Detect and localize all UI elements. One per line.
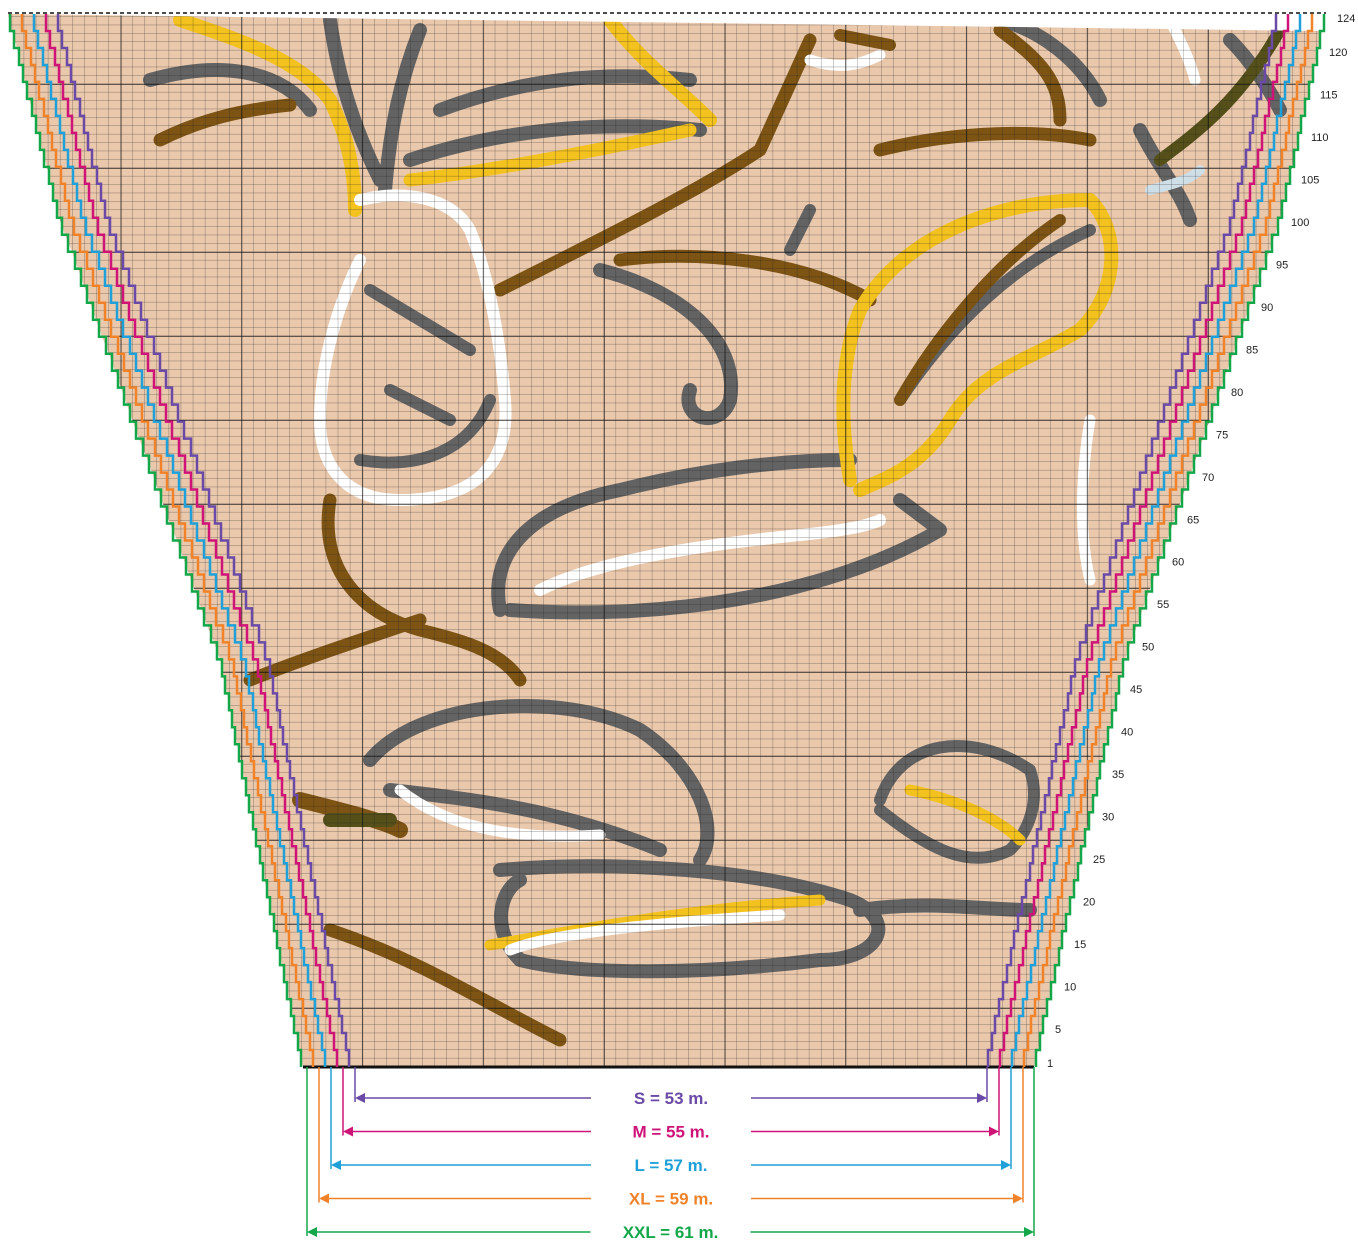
- row-label: 60: [1172, 557, 1184, 569]
- row-label: 90: [1261, 302, 1273, 314]
- row-label: 105: [1301, 175, 1319, 187]
- size-label-m: M = 55 m.: [632, 1123, 709, 1142]
- row-label: 10: [1064, 981, 1076, 993]
- arrowhead-left-s: [355, 1093, 365, 1103]
- row-label: 30: [1102, 812, 1114, 824]
- row-label: 85: [1246, 344, 1258, 356]
- arrowhead-right-xl: [1013, 1194, 1023, 1204]
- row-label: 50: [1142, 642, 1154, 654]
- size-label-s: S = 53 m.: [634, 1089, 708, 1108]
- row-label: 65: [1187, 514, 1199, 526]
- arrowhead-right-m: [989, 1127, 999, 1137]
- row-label: 120: [1329, 47, 1347, 59]
- row-label: 25: [1093, 854, 1105, 866]
- size-label-xl: XL = 59 m.: [629, 1190, 713, 1209]
- row-label: 100: [1291, 217, 1309, 229]
- size-label-xxl: XXL = 61 m.: [623, 1223, 719, 1242]
- arrowhead-left-m: [343, 1127, 353, 1137]
- row-label: 80: [1231, 387, 1243, 399]
- row-label: 110: [1311, 132, 1329, 144]
- row-label: 95: [1276, 260, 1288, 272]
- row-label: 5: [1055, 1024, 1061, 1036]
- row-label: 15: [1074, 939, 1086, 951]
- row-label: 75: [1216, 429, 1228, 441]
- row-label: 45: [1130, 684, 1142, 696]
- row-label: 55: [1157, 599, 1169, 611]
- arrowhead-left-xxl: [307, 1227, 317, 1237]
- row-label: 1: [1047, 1058, 1053, 1070]
- row-label: 124: [1337, 13, 1355, 25]
- arrowhead-left-xl: [319, 1194, 329, 1204]
- row-label: 115: [1320, 90, 1338, 102]
- row-label: 20: [1083, 896, 1095, 908]
- arrowhead-right-xxl: [1024, 1227, 1034, 1237]
- row-label: 70: [1202, 472, 1214, 484]
- arrowhead-right-l: [1001, 1160, 1011, 1170]
- size-dimension-lines: S = 53 m. M = 55 m. L = 57 m. XL = 59 m. XXL…: [307, 1067, 1034, 1242]
- arrowhead-left-l: [331, 1160, 341, 1170]
- size-label-l: L = 57 m.: [635, 1156, 708, 1175]
- arrowhead-right-s: [977, 1093, 987, 1103]
- row-label: 40: [1121, 727, 1133, 739]
- row-label: 35: [1112, 769, 1124, 781]
